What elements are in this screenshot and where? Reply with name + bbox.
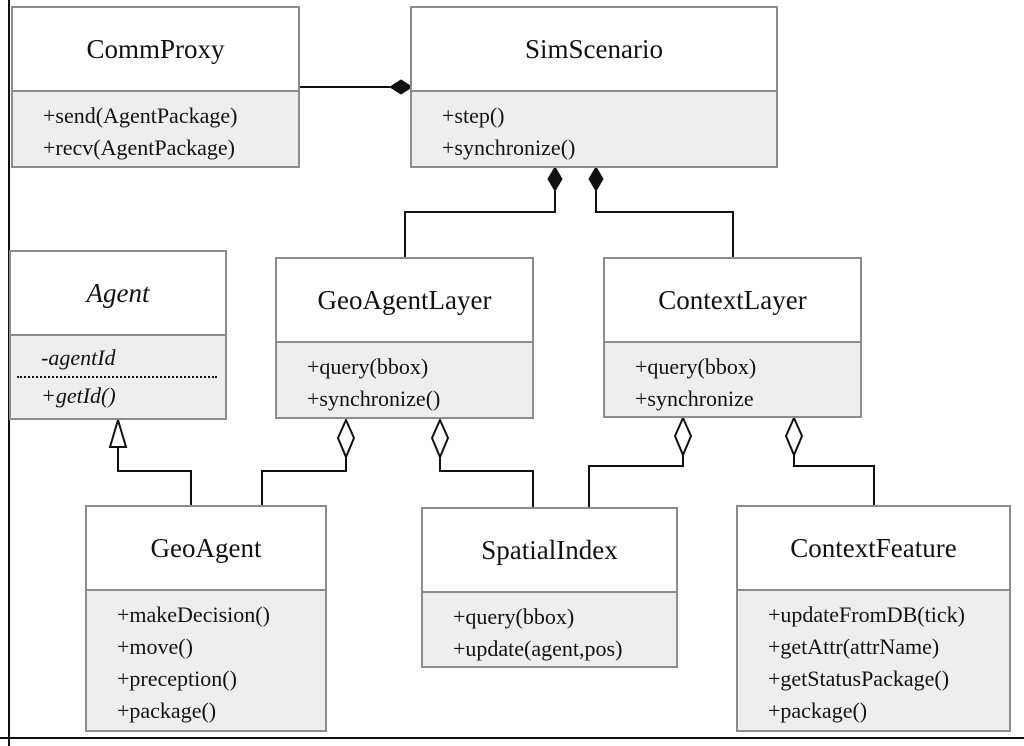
operations-section: +step() +synchronize()	[412, 90, 776, 166]
operation: +send(AgentPackage)	[43, 103, 238, 128]
aggregation-geoagentlayer-spatialindex	[430, 417, 534, 508]
class-name: SimScenario	[412, 8, 776, 90]
class-name: GeoAgentLayer	[277, 259, 532, 341]
operation: +query(bbox)	[307, 354, 429, 379]
class-geoagent: GeoAgent +makeDecision() +move() +precep…	[85, 505, 327, 732]
operations-section: +query(bbox) +update(agent,pos)	[423, 591, 676, 666]
class-geoagentlayer: GeoAgentLayer +query(bbox) +synchronize(…	[275, 257, 534, 419]
operation: +update(agent,pos)	[453, 636, 623, 661]
operation: +synchronize	[635, 386, 754, 411]
operation: +synchronize()	[307, 386, 441, 411]
operation: +synchronize()	[442, 135, 576, 160]
class-spatialindex: SpatialIndex +query(bbox) +update(agent,…	[421, 507, 678, 668]
class-name: ContextFeature	[738, 507, 1009, 589]
operation: +updateFromDB(tick)	[768, 602, 965, 627]
operations-section: +updateFromDB(tick) +getAttr(attrName) +…	[738, 589, 1009, 730]
separator	[17, 376, 217, 378]
operation: +getStatusPackage()	[768, 666, 950, 691]
filled-diamond-icon	[389, 79, 413, 95]
operation: +query(bbox)	[635, 354, 757, 379]
generalization-geoagent-agent	[108, 416, 192, 506]
class-contextlayer: ContextLayer +query(bbox) +synchronize	[603, 257, 862, 418]
class-agent: Agent -agentId +getId()	[9, 250, 227, 420]
filled-diamond-icon	[588, 166, 604, 192]
operation: +package()	[117, 698, 217, 723]
composition-commproxy-simscenario	[300, 79, 413, 95]
class-name: SpatialIndex	[423, 509, 676, 591]
operation: +package()	[768, 698, 868, 723]
operation: +preception()	[117, 666, 237, 691]
composition-simscenario-geoagentlayer	[404, 166, 563, 258]
class-simscenario: SimScenario +step() +synchronize()	[410, 6, 778, 168]
class-name: GeoAgent	[87, 507, 325, 589]
operation: +getId()	[41, 383, 116, 408]
attribute: -agentId	[41, 345, 116, 370]
hollow-diamond-icon	[430, 417, 450, 460]
hollow-triangle-icon	[108, 416, 128, 448]
class-name: ContextLayer	[605, 259, 860, 341]
class-name: CommProxy	[13, 8, 298, 90]
class-name: Agent	[11, 252, 225, 334]
composition-simscenario-contextlayer	[588, 166, 734, 258]
hollow-diamond-icon	[784, 415, 804, 458]
operation: +move()	[117, 634, 193, 659]
aggregation-contextlayer-contextfeature	[784, 415, 875, 506]
operation: +query(bbox)	[453, 604, 575, 629]
aggregation-contextlayer-spatialindex	[588, 415, 693, 508]
filled-diamond-icon	[547, 166, 563, 192]
hollow-diamond-icon	[673, 415, 693, 458]
operation: +recv(AgentPackage)	[43, 135, 235, 160]
members-section: -agentId +getId()	[11, 334, 225, 418]
operation: +makeDecision()	[117, 602, 270, 627]
operation: +step()	[442, 103, 505, 128]
class-contextfeature: ContextFeature +updateFromDB(tick) +getA…	[736, 505, 1011, 732]
hollow-diamond-icon	[336, 417, 356, 460]
operations-section: +query(bbox) +synchronize	[605, 341, 860, 416]
class-commproxy: CommProxy +send(AgentPackage) +recv(Agen…	[11, 6, 300, 168]
operations-section: +makeDecision() +move() +preception() +p…	[87, 589, 325, 730]
operations-section: +send(AgentPackage) +recv(AgentPackage)	[13, 90, 298, 166]
operation: +getAttr(attrName)	[768, 634, 940, 659]
operations-section: +query(bbox) +synchronize()	[277, 341, 532, 417]
aggregation-geoagentlayer-geoagent	[261, 417, 356, 506]
